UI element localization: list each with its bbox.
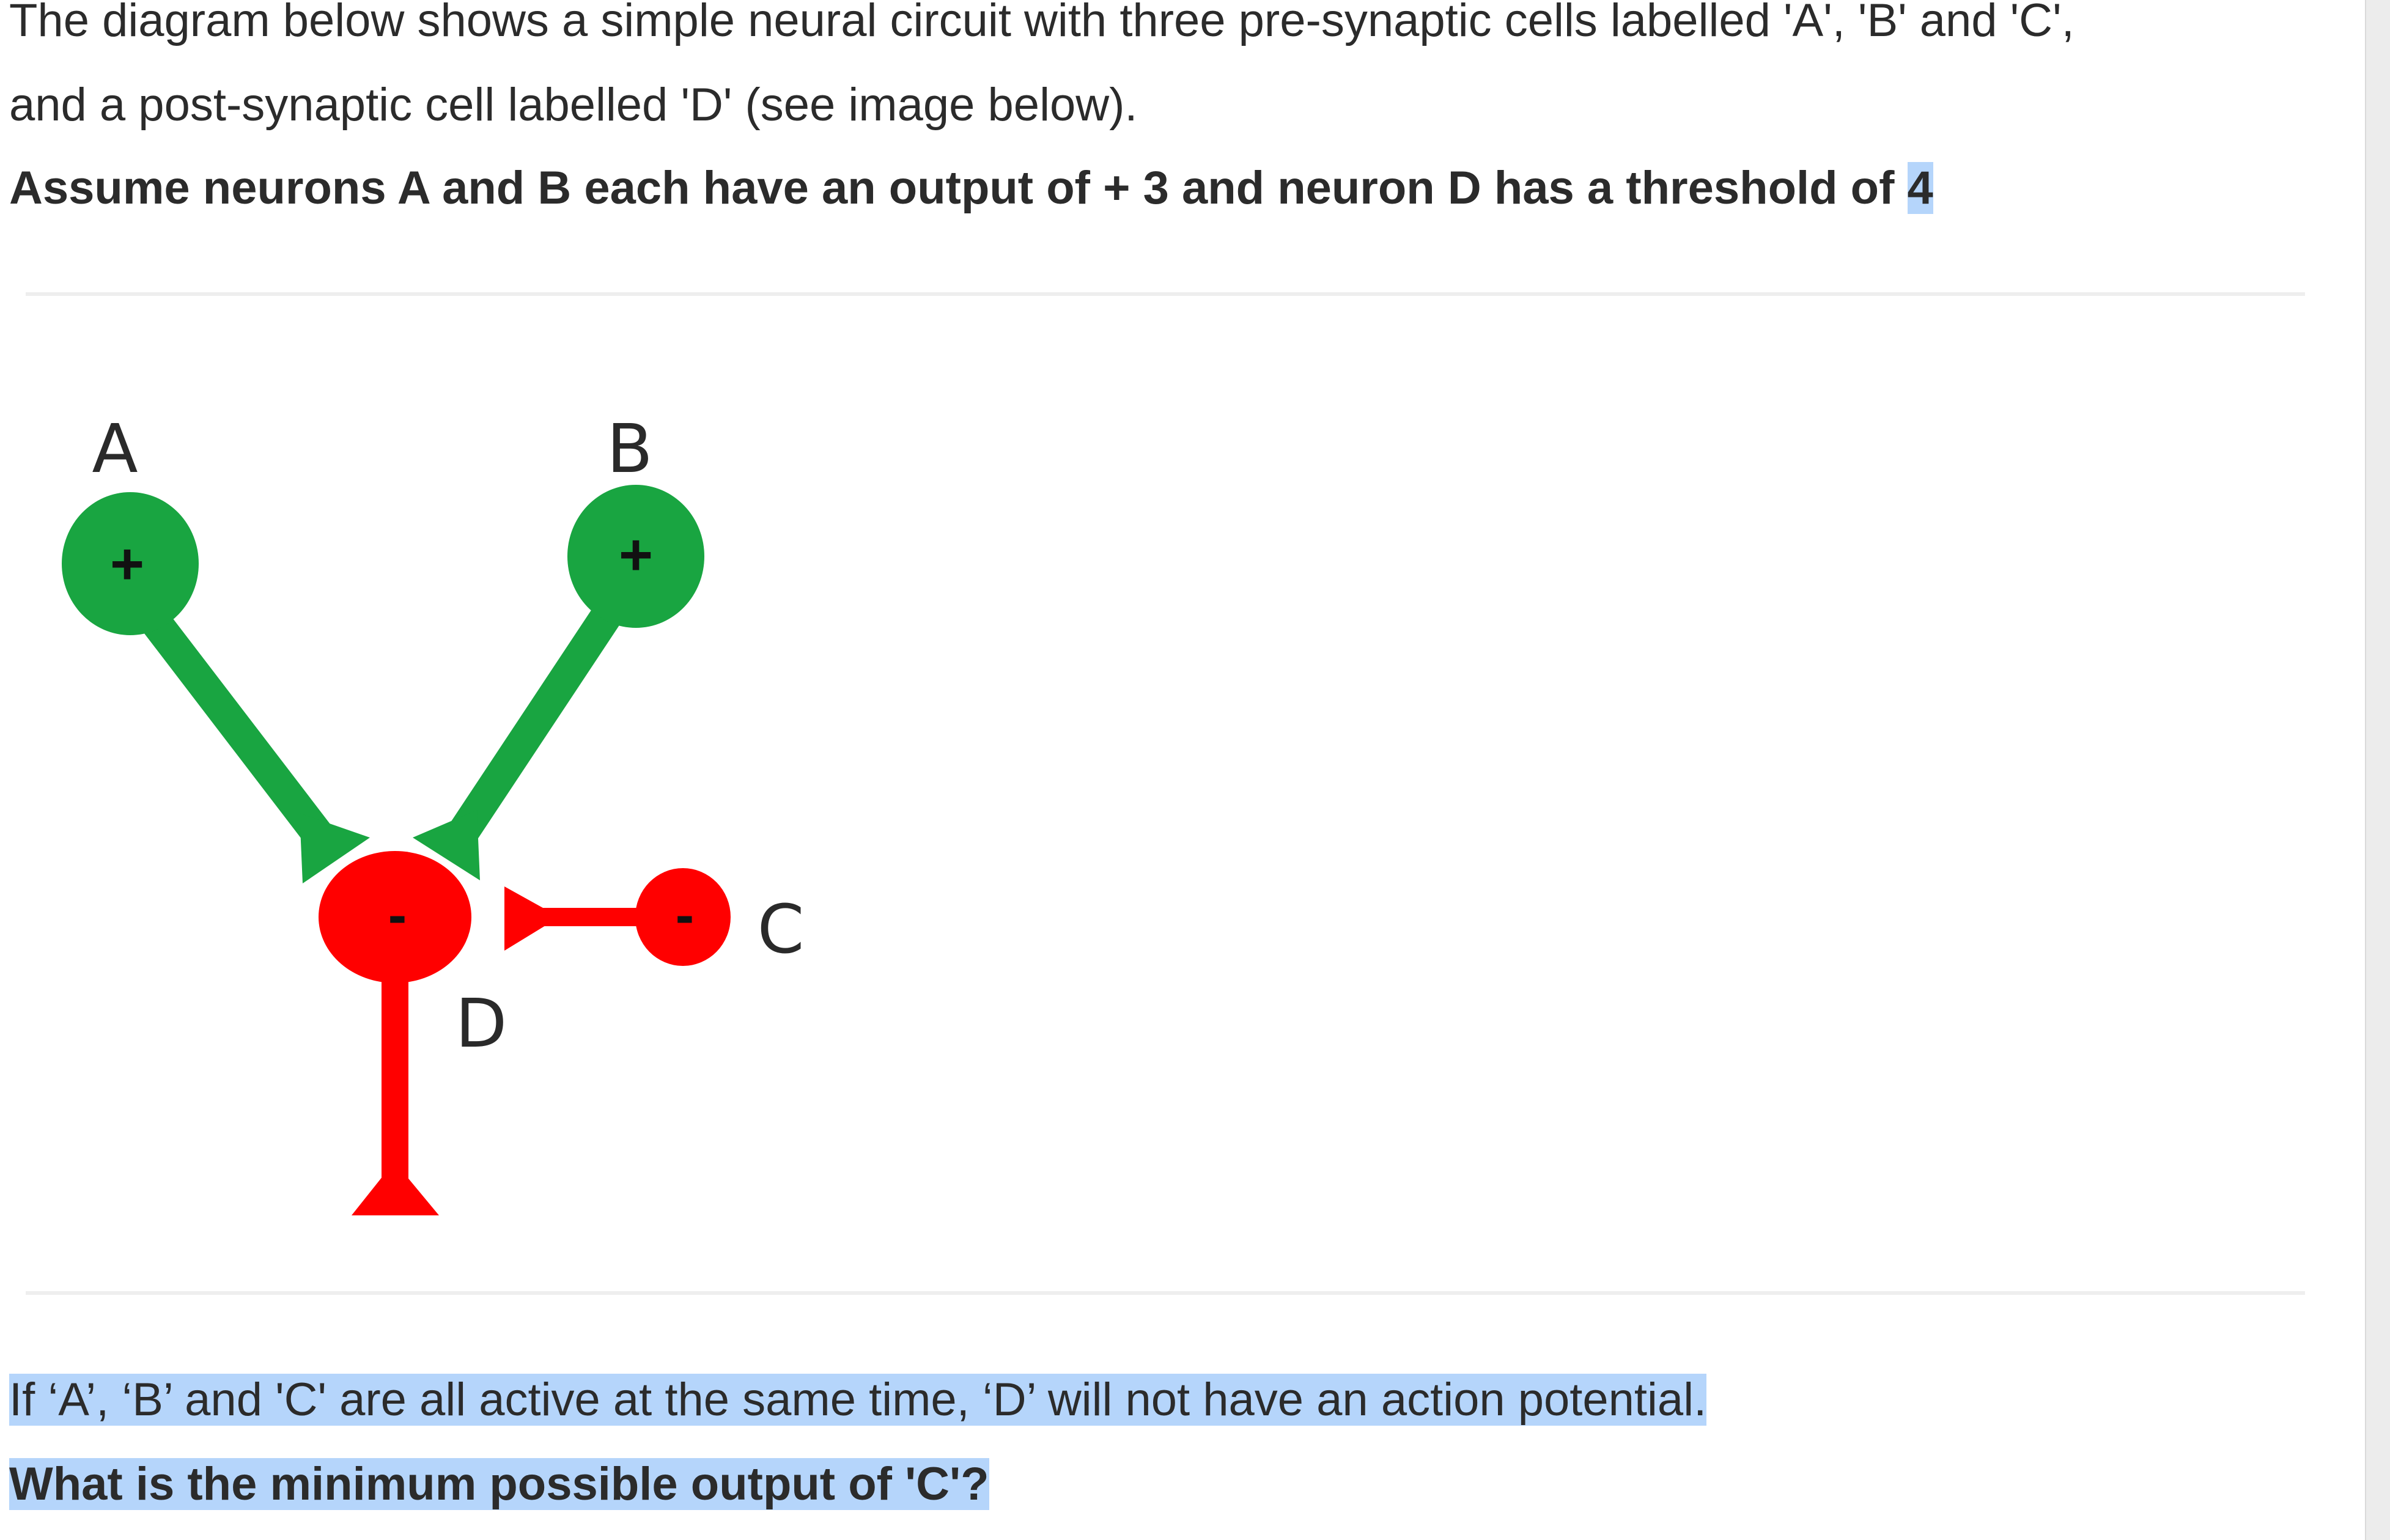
assumption-text: Assume neurons A and B each have an outp…: [9, 162, 1908, 214]
axon-b: [440, 565, 646, 860]
question-line-2: What is the minimum possible output of '…: [9, 1454, 989, 1515]
label-b: B: [607, 410, 652, 488]
neuron-c-body: [635, 868, 731, 966]
threshold-value[interactable]: 4: [1907, 162, 1933, 214]
synapse-b-terminal: [413, 810, 480, 880]
intro-line-1: The diagram below shows a simple neural …: [9, 0, 2075, 46]
neuron-b-body: [567, 485, 704, 628]
neuron-d-body: [319, 851, 471, 983]
question-line-1: If ‘A’, ‘B’ and 'C' are all active at th…: [9, 1369, 1707, 1431]
divider-bottom: [26, 1291, 2305, 1295]
axon-a: [114, 572, 339, 857]
assumption-statement: Assume neurons A and B each have an outp…: [9, 158, 1933, 219]
label-c: C: [758, 890, 805, 968]
axon-d: [382, 972, 408, 1192]
synapse-c-terminal: [504, 886, 559, 951]
divider-top: [26, 292, 2305, 296]
label-a: A: [92, 410, 138, 488]
neuron-a-body: [62, 492, 199, 635]
neuron-b-sign: +: [619, 522, 653, 588]
synapse-a-terminal: [300, 813, 370, 883]
intro-line-2: and a post-synaptic cell labelled 'D' (s…: [9, 79, 1138, 131]
synapse-d-terminal: [352, 1162, 439, 1215]
neuron-c-sign: -: [676, 884, 695, 946]
neuron-d-sign: -: [388, 884, 407, 946]
label-d: D: [456, 984, 507, 1063]
neural-circuit-diagram: + + - - A B C D: [62, 410, 805, 1215]
vertical-scrollbar[interactable]: [2365, 0, 2390, 1540]
question-prompt[interactable]: What is the minimum possible output of '…: [9, 1458, 989, 1510]
question-condition[interactable]: If ‘A’, ‘B’ and 'C' are all active at th…: [9, 1374, 1707, 1426]
neuron-a-sign: +: [110, 531, 144, 597]
